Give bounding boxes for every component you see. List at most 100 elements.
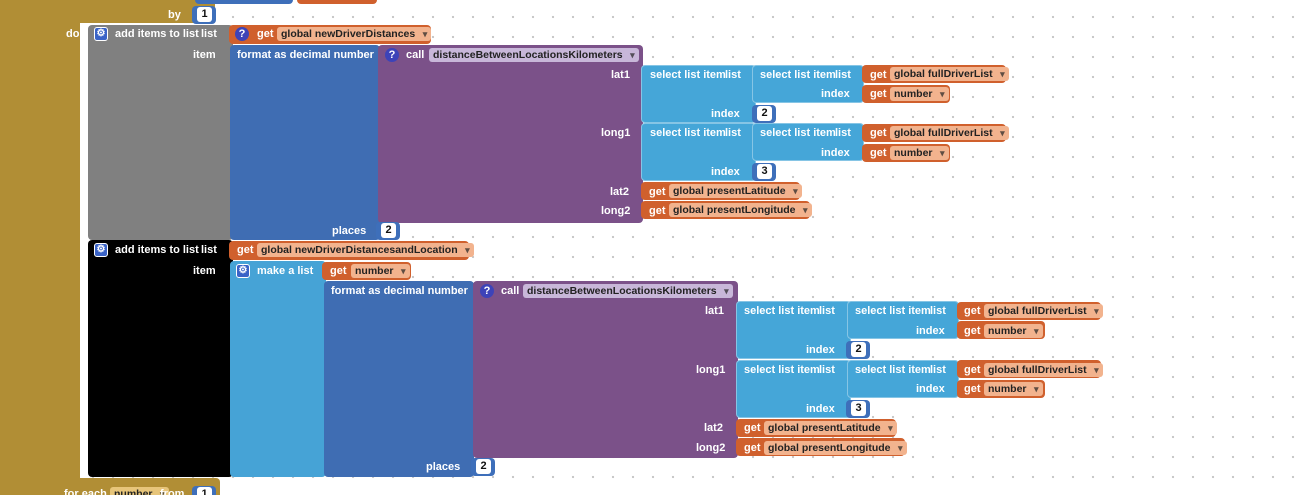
var-dropdown[interactable]: number: [890, 146, 949, 160]
index-value[interactable]: 3: [851, 401, 866, 416]
by-value[interactable]: 1: [197, 7, 212, 22]
var-dropdown[interactable]: number: [351, 264, 410, 278]
places-value[interactable]: 2: [381, 223, 396, 238]
make-a-list-block[interactable]: [230, 261, 326, 477]
var-dropdown[interactable]: number: [984, 382, 1043, 396]
loop-top-var-stub[interactable]: [297, 0, 377, 4]
select-list-item-label: select list item: [760, 69, 836, 81]
add-items-label: add items to list: [115, 28, 199, 40]
select-list-item-block[interactable]: [847, 360, 959, 398]
get-label: get: [744, 442, 761, 454]
var-dropdown[interactable]: global presentLatitude: [669, 184, 802, 198]
select-list-item-block[interactable]: [752, 65, 864, 103]
item-label: item: [193, 49, 216, 61]
var-dropdown[interactable]: global presentLatitude: [764, 421, 897, 435]
index-value[interactable]: 2: [757, 106, 772, 121]
index-label: index: [821, 147, 850, 159]
help-icon[interactable]: ?: [385, 48, 399, 62]
from-number-block[interactable]: 1: [192, 486, 216, 495]
lat2-label: lat2: [704, 422, 723, 434]
select-list-item-label: select list item: [650, 127, 726, 139]
select-list-item-label: select list item: [650, 69, 726, 81]
select-list-label: list: [725, 127, 741, 139]
var-dropdown[interactable]: global fullDriverList: [984, 304, 1103, 318]
get-label: get: [964, 325, 981, 337]
help-icon[interactable]: ?: [235, 27, 249, 41]
var-dropdown[interactable]: global newDriverDistances: [277, 27, 432, 41]
index-value[interactable]: 2: [851, 342, 866, 357]
select-list-item-label: select list item: [855, 364, 931, 376]
select-list-label: list: [725, 69, 741, 81]
var-dropdown[interactable]: global fullDriverList: [984, 363, 1103, 377]
format-decimal-block-1[interactable]: [230, 45, 380, 240]
lat2-label: lat2: [610, 186, 629, 198]
index-label: index: [711, 166, 740, 178]
select-list-label: list: [930, 305, 946, 317]
gear-icon[interactable]: ⚙: [94, 243, 108, 257]
select-list-label: list: [835, 127, 851, 139]
index-label: index: [916, 383, 945, 395]
index-label: index: [806, 403, 835, 415]
call-label: call: [501, 285, 520, 297]
get-label: get: [870, 147, 887, 159]
format-label: format as decimal number: [331, 285, 468, 297]
index-label: index: [711, 108, 740, 120]
get-label: get: [649, 205, 666, 217]
places-value[interactable]: 2: [476, 459, 491, 474]
add-items-to-list-block-2[interactable]: [88, 240, 233, 477]
call-procedure-block-2[interactable]: [473, 281, 738, 458]
add-items-label: add items to list: [115, 244, 199, 256]
call-procedure-block-1[interactable]: [378, 45, 643, 223]
procedure-dropdown[interactable]: distanceBetweenLocationsKilometers: [523, 284, 733, 298]
get-label: get: [870, 69, 887, 81]
from-value[interactable]: 1: [197, 487, 212, 495]
var-dropdown[interactable]: global presentLongitude: [669, 203, 812, 217]
get-label: get: [870, 88, 887, 100]
gear-icon[interactable]: ⚙: [94, 27, 108, 41]
help-icon[interactable]: ?: [480, 284, 494, 298]
long1-label: long1: [601, 127, 631, 139]
index-number-block[interactable]: 3: [752, 163, 776, 181]
procedure-dropdown[interactable]: distanceBetweenLocationsKilometers: [429, 48, 639, 62]
var-dropdown[interactable]: global presentLongitude: [764, 441, 907, 455]
var-dropdown[interactable]: number: [890, 87, 949, 101]
for-range-loop-header[interactable]: [0, 0, 215, 23]
var-dropdown[interactable]: global fullDriverList: [890, 67, 1009, 81]
index-label: index: [916, 325, 945, 337]
index-number-block[interactable]: 2: [752, 105, 776, 123]
index-number-block[interactable]: 3: [846, 400, 870, 418]
var-dropdown[interactable]: global newDriverDistancesandLocation: [257, 243, 474, 257]
var-dropdown[interactable]: number: [984, 324, 1043, 338]
select-list-item-block[interactable]: [641, 123, 756, 181]
list-label: list: [201, 28, 217, 40]
loop-top-input-stub[interactable]: [195, 0, 293, 4]
for-range-loop-block[interactable]: [0, 0, 80, 495]
long1-label: long1: [696, 364, 726, 376]
get-label: get: [744, 422, 761, 434]
gear-icon[interactable]: ⚙: [236, 264, 250, 278]
for-each-var-dropdown[interactable]: number: [110, 487, 169, 495]
select-list-item-label: select list item: [744, 364, 820, 376]
get-label: get: [649, 186, 666, 198]
places-number-block[interactable]: 2: [471, 458, 495, 476]
select-list-label: list: [819, 364, 835, 376]
places-label: places: [426, 461, 461, 473]
by-number-block[interactable]: 1: [192, 6, 216, 24]
index-label: index: [821, 88, 850, 100]
var-dropdown[interactable]: global fullDriverList: [890, 126, 1009, 140]
for-each-label: for each: [64, 488, 107, 495]
select-list-item-block[interactable]: [736, 360, 851, 418]
add-items-to-list-block-1[interactable]: [88, 25, 233, 240]
call-label: call: [406, 49, 425, 61]
select-list-label: list: [835, 69, 851, 81]
lat1-label: lat1: [705, 305, 724, 317]
places-number-block[interactable]: 2: [376, 222, 400, 240]
format-decimal-block-2[interactable]: [324, 281, 474, 477]
long2-label: long2: [601, 205, 631, 217]
select-list-item-block[interactable]: [847, 301, 959, 339]
index-value[interactable]: 3: [757, 164, 772, 179]
long2-label: long2: [696, 442, 726, 454]
index-number-block[interactable]: 2: [846, 341, 870, 359]
select-list-item-block[interactable]: [752, 123, 864, 161]
get-label: get: [257, 28, 274, 40]
